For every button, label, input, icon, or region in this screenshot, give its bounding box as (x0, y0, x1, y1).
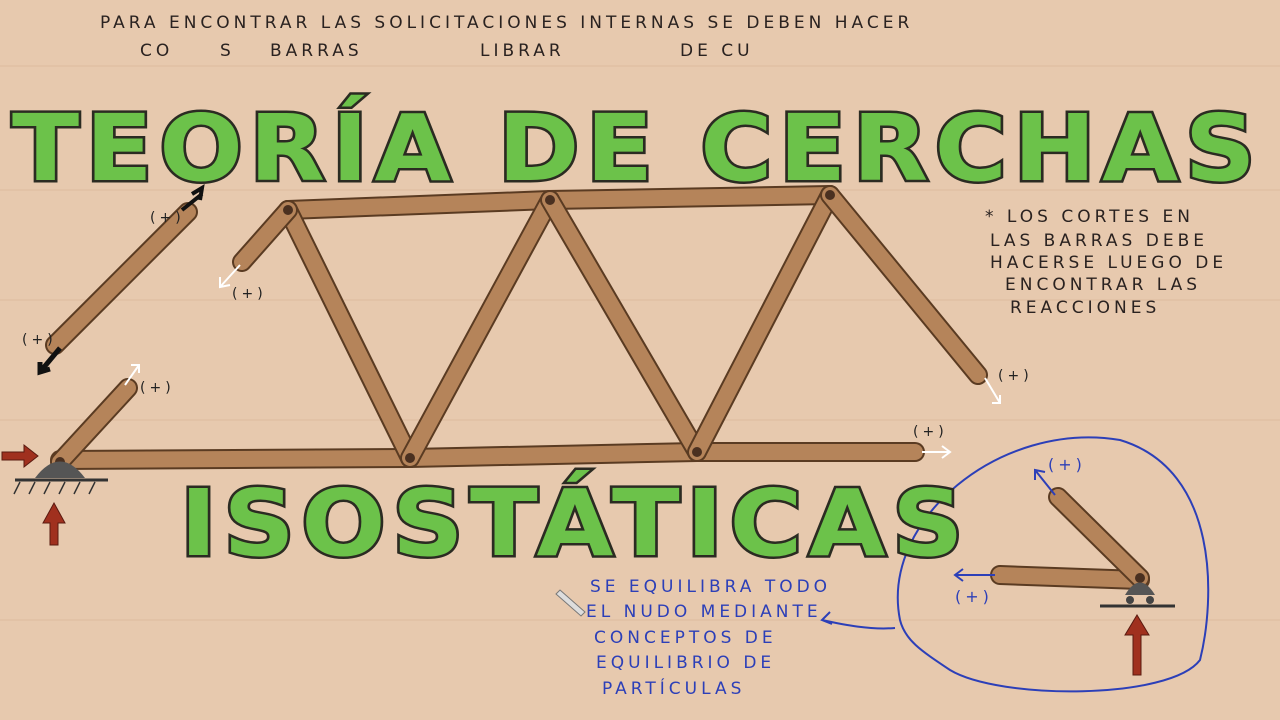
svg-text:(+): (+) (998, 368, 1033, 384)
svg-text:(+): (+) (140, 380, 175, 396)
truss-node (692, 447, 702, 457)
truss-member (542, 187, 838, 208)
arrow-icon (1034, 468, 1056, 496)
truss-member (402, 192, 558, 466)
svg-text:EQUILIBRIO DE: EQUILIBRIO DE (596, 653, 775, 673)
truss-member (52, 380, 136, 470)
svg-text:BARRAS: BARRAS (270, 41, 363, 61)
truss-node (545, 195, 555, 205)
svg-text:SE EQUILIBRA TODO: SE EQUILIBRA TODO (590, 577, 831, 597)
svg-text:* LOS CORTES EN: * LOS CORTES EN (985, 207, 1194, 227)
truss-node (283, 205, 293, 215)
blue-note: SE EQUILIBRA TODO EL NUDO MEDIANTE CONCE… (586, 577, 831, 699)
truss-member (402, 444, 705, 466)
truss-member (47, 204, 196, 353)
svg-text:CO: CO (140, 41, 173, 61)
title-line2: ISOSTÁTICAS (180, 469, 970, 577)
tension-labels: (+) (+) (+) (+) (+) (+) (22, 210, 1033, 440)
svg-text:DE CU: DE CU (680, 41, 754, 61)
pointer-arrow (820, 611, 896, 630)
svg-text:(+): (+) (913, 424, 948, 440)
horizontal-reaction-arrow (1, 443, 39, 469)
vertical-reaction-arrow-left (42, 501, 66, 546)
joint-free-body-circle (897, 436, 1210, 693)
truss-node (825, 190, 835, 200)
top-note-line2: CO S BARRAS LIBRAR DE CU (140, 41, 754, 61)
svg-text:(+): (+) (150, 210, 185, 226)
arrow-icon (984, 377, 1001, 404)
tension-label: (+) (1048, 455, 1086, 474)
svg-text:(+): (+) (22, 332, 57, 348)
arrow-icon (124, 364, 140, 386)
svg-text:PARTÍCULAS: PARTÍCULAS (602, 677, 745, 699)
svg-text:ENCONTRAR LAS: ENCONTRAR LAS (1005, 275, 1201, 295)
paper-lines (0, 65, 1280, 621)
truss-member (280, 202, 418, 466)
truss-member (542, 192, 705, 460)
svg-text:LIBRAR: LIBRAR (480, 41, 565, 61)
title-line1: TEORÍA DE CERCHAS (12, 94, 1262, 202)
truss-node (405, 453, 415, 463)
left-pin-support (13, 461, 108, 495)
svg-text:REACCIONES: REACCIONES (1010, 298, 1160, 318)
truss-member (1050, 489, 1148, 586)
truss-member (822, 187, 986, 383)
arrow-icon (180, 184, 205, 212)
truss-node (1135, 573, 1145, 583)
truss-member (280, 192, 558, 218)
side-note: * LOS CORTES EN LAS BARRAS DEBE HACERSE … (985, 207, 1227, 318)
arrow-icon (37, 346, 62, 376)
member-force-arrows (37, 184, 1056, 582)
svg-text:EL NUDO MEDIANTE: EL NUDO MEDIANTE (586, 602, 822, 622)
truss-bars (45, 185, 1150, 590)
tension-label: (+) (955, 587, 993, 606)
right-roller-support (1100, 582, 1175, 608)
svg-text:S: S (220, 41, 235, 61)
reaction-arrows (1, 443, 1150, 676)
svg-text:HACERSE LUEGO DE: HACERSE LUEGO DE (990, 253, 1227, 273)
svg-text:CONCEPTOS DE: CONCEPTOS DE (594, 628, 777, 648)
truss-member (234, 202, 296, 270)
truss-member (689, 187, 838, 460)
top-note-line1: PARA ENCONTRAR LAS SOLICITACIONES INTERN… (100, 13, 913, 33)
vertical-reaction-arrow-right (1124, 614, 1150, 676)
arrow-icon (219, 264, 241, 289)
svg-text:(+): (+) (232, 286, 267, 302)
arrow-icon (922, 445, 952, 459)
truss-member (52, 450, 418, 468)
svg-text:LAS BARRAS DEBE: LAS BARRAS DEBE (990, 231, 1208, 251)
pen-icon (555, 589, 586, 617)
arrow-icon (953, 568, 995, 582)
truss-member (992, 567, 1148, 588)
